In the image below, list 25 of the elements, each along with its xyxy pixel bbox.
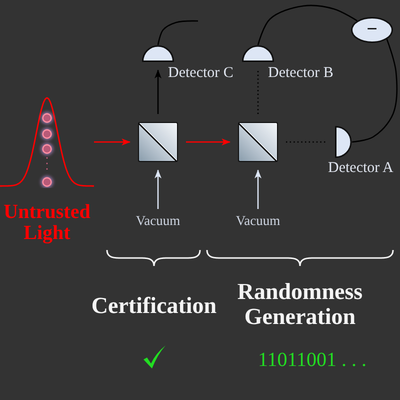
detector-label: Detector B <box>268 65 334 81</box>
source-label: Untrusted Light <box>2 202 92 244</box>
beam-splitter <box>138 122 178 162</box>
wire <box>157 20 198 46</box>
detector-label: Detector C <box>168 65 234 81</box>
arrow <box>254 170 262 209</box>
bit-string: 11011001 . . . <box>258 348 368 372</box>
detector-dome <box>142 45 174 62</box>
input-label: Vacuum <box>128 213 188 229</box>
arrow <box>186 138 230 146</box>
section-heading: Randomness Generation <box>236 279 364 329</box>
arrow <box>154 170 162 209</box>
arrow <box>154 70 162 114</box>
subtractor-ellipse <box>351 17 393 43</box>
detector-dome <box>335 126 352 158</box>
input-label: Vacuum <box>228 213 288 229</box>
wire <box>257 4 358 46</box>
section-heading: Certification <box>90 293 218 318</box>
minus-sign: − <box>366 21 378 39</box>
detector-label: Detector A <box>328 160 394 176</box>
dotted-line <box>257 70 259 114</box>
detector-dome <box>242 45 274 62</box>
arrow <box>94 138 130 146</box>
beam-splitter <box>238 122 278 162</box>
wire <box>352 38 398 143</box>
